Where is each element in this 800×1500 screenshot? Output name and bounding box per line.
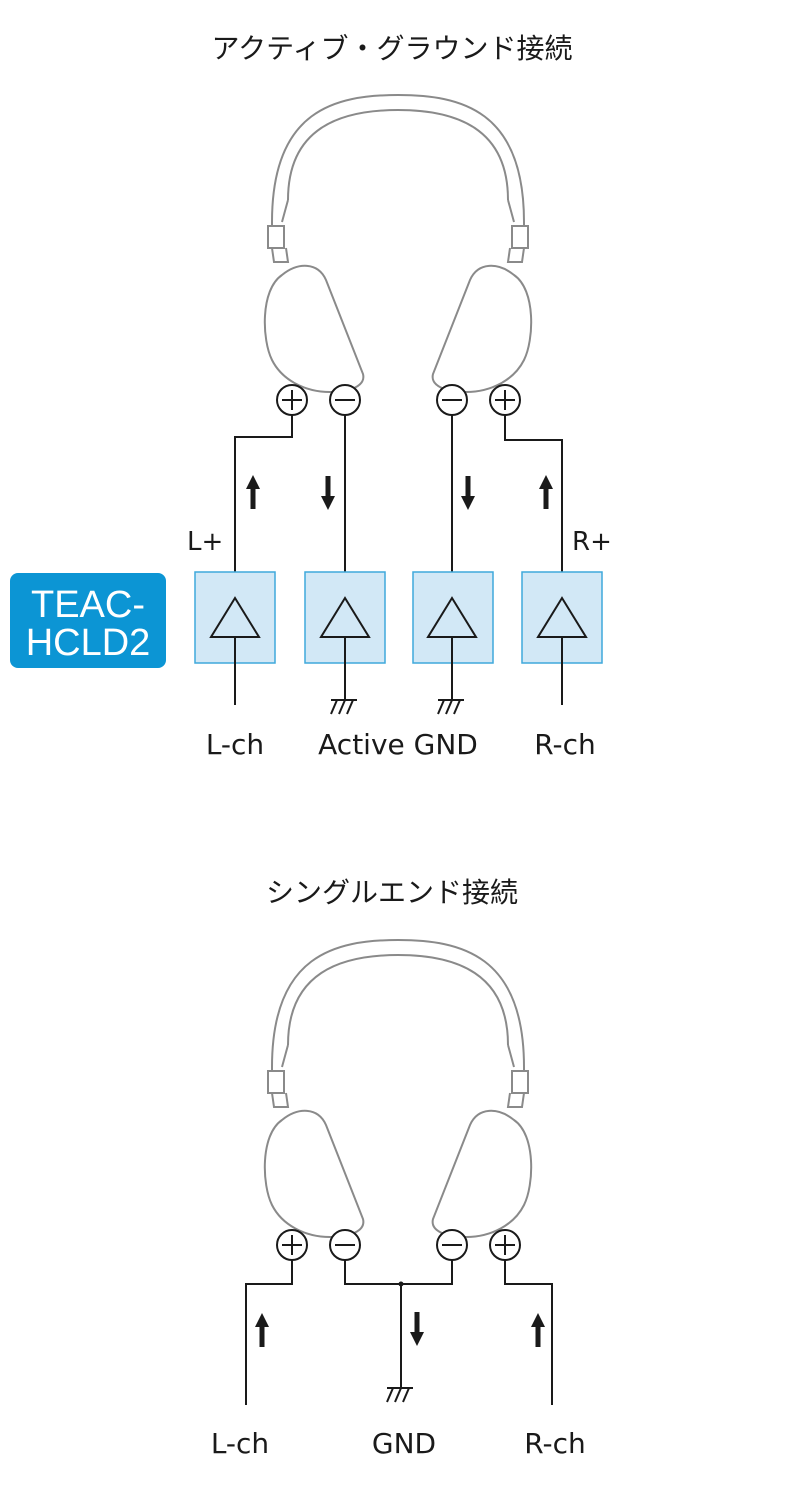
badge-line2: HCLD2 [26,622,151,664]
plus-terminal-icon [276,1229,308,1261]
label-rch: R-ch [524,1427,586,1460]
label-r-plus: R+ [572,527,612,557]
active-ground-section: アクティブ・グラウンド接続 L+ R+ TEAC- HCLD2 [10,32,612,761]
amplifier-l-plus [194,571,276,705]
label-active-gnd: Active GND [318,728,478,761]
ground-icon [386,1387,414,1403]
wire-l-plus [245,1259,293,1405]
arrow-icon [531,1313,545,1347]
amplifier-l-minus [304,571,386,715]
label-l-plus: L+ [187,527,223,557]
arrow-icon [410,1312,424,1346]
plus-terminal-icon [489,1229,521,1261]
amplifier-r-minus [412,571,494,715]
wire-r-plus [504,1259,553,1405]
label-gnd: GND [372,1427,436,1460]
teac-badge: TEAC- HCLD2 [10,573,166,668]
junction-dot [398,1281,404,1287]
arrow-icon [461,476,475,510]
label-lch: L-ch [206,728,264,761]
wire-r-plus [504,414,563,595]
arrow-icon [255,1313,269,1347]
minus-terminal-icon [329,384,361,416]
wire-l-minus [344,1259,453,1285]
minus-terminal-icon [436,384,468,416]
arrow-icon [246,475,260,509]
minus-terminal-icon [329,1229,361,1261]
headphone-illustration [263,939,533,1238]
active-ground-title: アクティブ・グラウンド接続 [212,32,573,65]
headphone-illustration [263,94,533,393]
badge-line1: TEAC- [31,584,145,626]
label-lch: L-ch [211,1427,269,1460]
wire-l-plus [234,414,293,595]
single-ended-section: シングルエンド接続 L-ch GND R-ch [211,876,586,1460]
plus-terminal-icon [276,384,308,416]
minus-terminal-icon [436,1229,468,1261]
single-ended-title: シングルエンド接続 [266,876,518,909]
label-rch: R-ch [534,728,596,761]
ground-icon [330,699,358,715]
plus-terminal-icon [489,384,521,416]
arrow-icon [539,475,553,509]
ground-icon [437,699,465,715]
arrow-icon [321,476,335,510]
amplifier-r-plus [521,571,603,705]
